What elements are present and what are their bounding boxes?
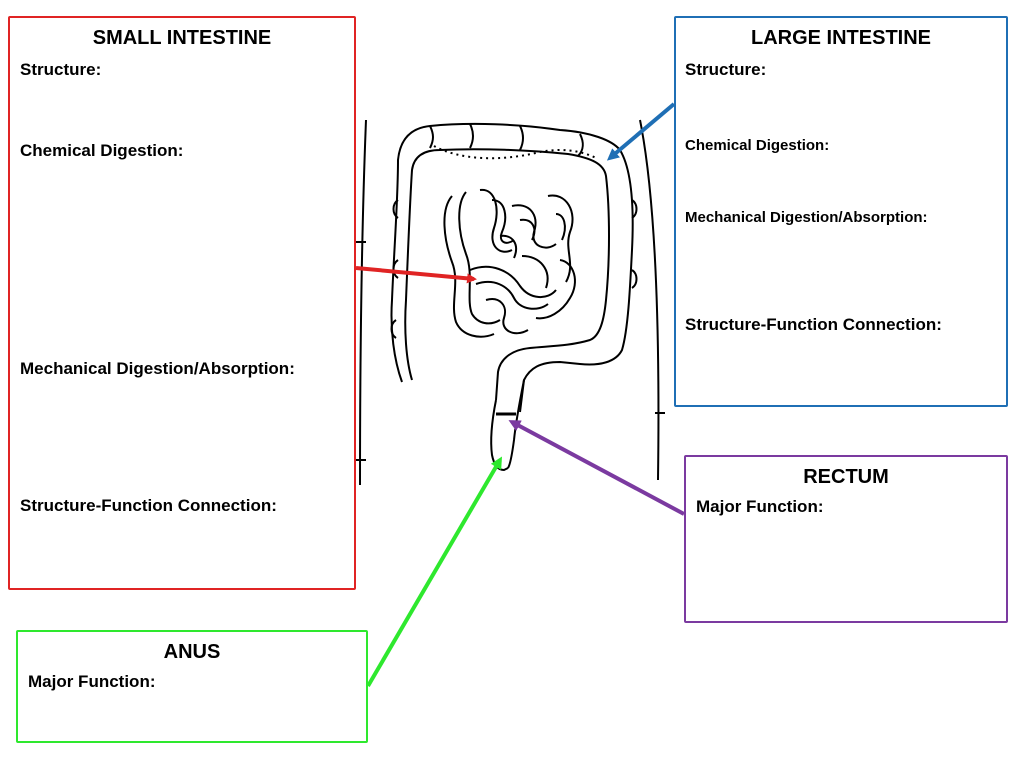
anus-arrow [366,456,503,688]
small-intestine-mechanical-label: Mechanical Digestion/Absorption: [20,359,295,378]
large-intestine-structure-label: Structure: [685,60,767,79]
rectum-title: RECTUM [803,466,889,488]
anus-title: ANUS [163,641,221,663]
small-intestine-drawing [443,188,576,338]
rectum-box: RECTUM Major Function: [684,455,1008,623]
small-intestine-box: SMALL INTESTINE Structure: Chemical Dige… [8,16,356,590]
anus-function-label: Major Function: [28,672,156,691]
rectum-function-label: Major Function: [696,497,824,516]
large-intestine-chemical-label: Chemical Digestion: [685,137,830,154]
small-intestine-title: SMALL INTESTINE [92,27,272,49]
large-intestine-box: LARGE INTESTINE Structure: Chemical Dige… [674,16,1008,407]
small-intestine-chemical-label: Chemical Digestion: [20,141,184,160]
small-intestine-connection-label: Structure-Function Connection: [20,496,277,515]
anus-box: ANUS Major Function: [16,630,368,743]
large-intestine-title: LARGE INTESTINE [750,27,931,49]
small-intestine-structure-label: Structure: [20,60,102,79]
rectum-arrow [508,420,685,516]
large-intestine-mechanical-label: Mechanical Digestion/Absorption: [685,209,928,226]
large-intestine-drawing [390,122,638,471]
body-outline [354,119,665,486]
large-intestine-connection-label: Structure-Function Connection: [685,315,942,334]
large-intestine-arrow [606,102,676,161]
small-intestine-arrow [355,266,477,284]
